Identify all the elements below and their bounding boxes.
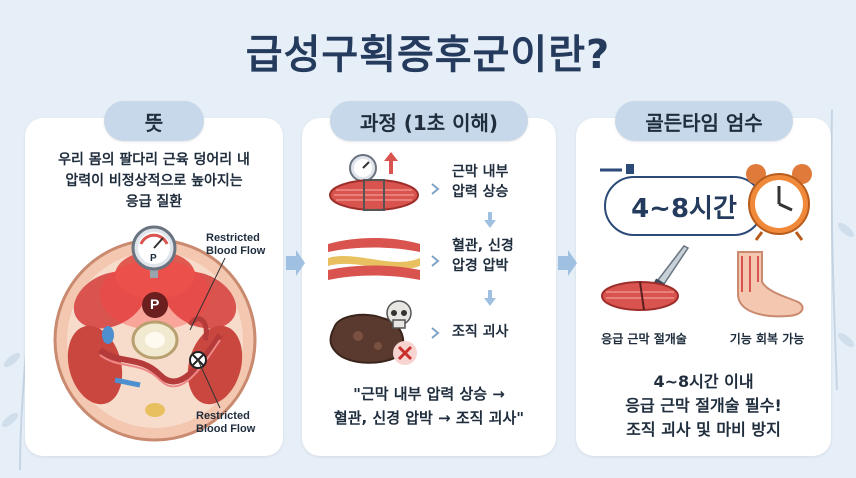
page-title: 급성구획증후군이란?: [245, 32, 611, 78]
chevron-right-icon: [431, 327, 440, 339]
gauge-letter: P: [150, 253, 157, 264]
process-heading: 과정 (1초 이해): [330, 101, 528, 141]
compressed-vessels-icon: [328, 238, 420, 280]
down-arrow-icon: [484, 212, 496, 228]
arrow-right-icon: [558, 250, 577, 276]
restricted-flow-label-top: Restricted Blood Flow: [206, 232, 266, 257]
arrow-right-icon: [286, 250, 305, 276]
x-mark-icon: [393, 341, 417, 365]
chevron-right-icon: [431, 183, 440, 195]
process-summary-quote: "근막 내부 압력 상승 → 혈관, 신경 압박 → 조직 괴사": [333, 385, 525, 427]
muscle-bundle-icon: [329, 179, 419, 211]
pressure-gauge-icon: [131, 225, 177, 278]
caption-recovery: 기능 회복 가능: [729, 332, 805, 346]
skull-icon: [386, 300, 412, 329]
alarm-clock-icon: [746, 164, 812, 241]
caption-fasciotomy: 응급 근막 절개술: [601, 332, 687, 346]
definition-text: 우리 몸의 팔다리 근육 덩어리 내 압력이 비정상적으로 높아지는 응급 질환: [58, 152, 250, 210]
meaning-heading: 뜻: [104, 101, 204, 141]
up-arrow-icon: [384, 152, 398, 174]
label-pointer-lines: [189, 257, 226, 409]
step-1-text: 근막 내부 압력 상승: [452, 164, 509, 200]
step-3-text: 조직 괴사: [452, 324, 509, 340]
step-2-text: 혈관, 신경 압경 압박: [452, 238, 514, 274]
golden-time-summary: 4~8시간 이내 응급 근막 절개술 필수! 조직 괴사 및 마비 방지: [625, 372, 782, 439]
time-window-badge: 4~8시간: [604, 176, 764, 236]
restricted-flow-label-bottom: Restricted Blood Flow: [196, 410, 256, 435]
foot-icon: [737, 251, 804, 318]
chevron-right-icon: [431, 255, 440, 267]
incised-muscle-icon: [601, 281, 679, 311]
stopwatch-icon: [600, 164, 634, 174]
pressure-gauge-icon: [349, 154, 377, 182]
process-panel: [302, 118, 556, 456]
pressure-marker-label: P: [150, 296, 160, 312]
limb-cross-section: [53, 238, 257, 442]
golden-time-heading: 골든타임 엄수: [615, 101, 793, 141]
down-arrow-icon: [484, 290, 496, 306]
